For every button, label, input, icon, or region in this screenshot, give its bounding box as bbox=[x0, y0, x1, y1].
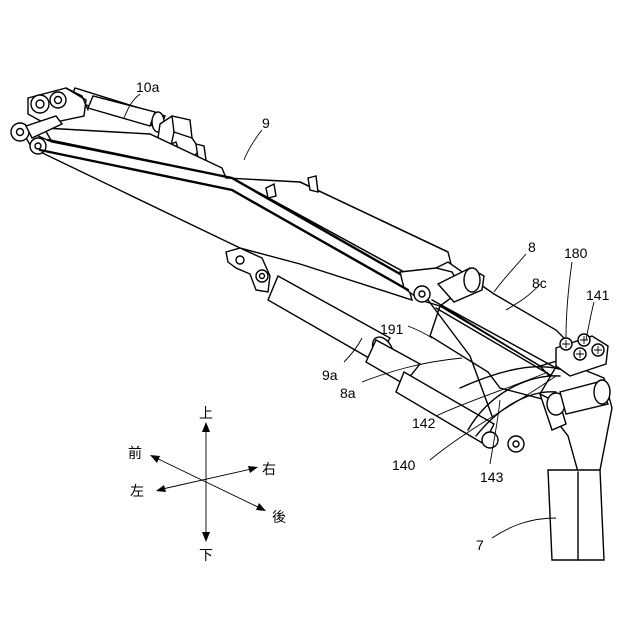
label-9a: 9a bbox=[322, 367, 338, 383]
dir-right: 右 bbox=[262, 462, 276, 478]
swing-post bbox=[548, 470, 604, 560]
label-191: 191 bbox=[380, 321, 404, 337]
arrow-up-icon bbox=[202, 422, 210, 432]
arrow-left-icon bbox=[156, 485, 166, 492]
label-8a: 8a bbox=[340, 385, 356, 401]
arrow-right-icon bbox=[248, 466, 258, 473]
dir-down: 下 bbox=[199, 548, 213, 564]
label-180: 180 bbox=[564, 245, 588, 261]
arrow-down-icon bbox=[202, 532, 210, 542]
label-142: 142 bbox=[412, 415, 436, 431]
label-10a: 10a bbox=[136, 79, 160, 95]
dir-left: 左 bbox=[130, 484, 144, 500]
label-141: 141 bbox=[586, 287, 610, 303]
arrow-back-icon bbox=[256, 503, 266, 511]
label-140: 140 bbox=[392, 457, 416, 473]
hydraulic-fittings bbox=[556, 334, 608, 376]
dir-up: 上 bbox=[199, 406, 213, 422]
label-9: 9 bbox=[262, 115, 270, 131]
label-7: 7 bbox=[476, 537, 484, 553]
label-8: 8 bbox=[528, 239, 536, 255]
label-8c: 8c bbox=[532, 275, 547, 291]
dir-back: 後 bbox=[272, 510, 286, 526]
arm-body bbox=[11, 116, 452, 300]
direction-indicator: 上 下 前 後 左 右 bbox=[128, 406, 286, 564]
part-labels: 10a 9 8 180 8c 141 191 9a 8a 142 140 143… bbox=[136, 79, 610, 553]
label-143: 143 bbox=[480, 469, 504, 485]
dir-front: 前 bbox=[128, 445, 142, 462]
arrow-front-icon bbox=[150, 455, 160, 463]
